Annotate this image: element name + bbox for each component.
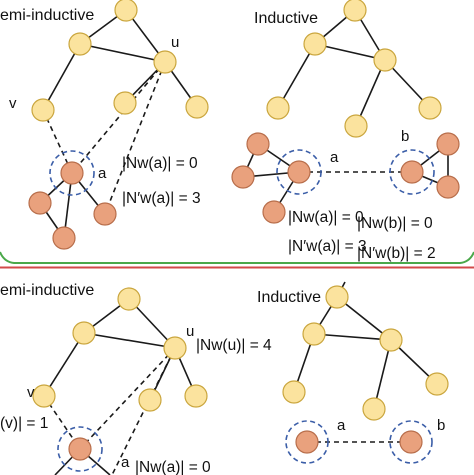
node — [425, 372, 449, 396]
node-a — [287, 160, 311, 184]
node — [184, 384, 208, 408]
formula-nw-a: |Nw(a)| = 0 — [122, 155, 198, 172]
formula-nw-a: |Nw(a)| = 0 — [135, 459, 211, 475]
node-b-ring — [389, 149, 435, 195]
formula-nw-a: |Nw(a)| = 0 — [288, 209, 364, 226]
top-inductive-header: Inductive — [254, 10, 318, 27]
top-semi-header: emi-inductive — [0, 7, 94, 24]
formula-nw-u: |Nw(u)| = 4 — [196, 337, 272, 354]
node — [117, 287, 141, 311]
node — [344, 114, 368, 138]
node-b — [399, 430, 423, 454]
node — [52, 226, 76, 250]
node — [113, 91, 137, 115]
node — [362, 397, 386, 421]
separator-green — [0, 251, 474, 264]
node — [373, 48, 397, 72]
node — [436, 132, 460, 156]
label-v: v — [27, 384, 35, 401]
node-a — [295, 430, 319, 454]
formula-nprime-a: |N′w(a)| = 3 — [122, 190, 201, 207]
label-v: v — [9, 95, 17, 112]
node — [138, 388, 162, 412]
label-u: u — [186, 323, 194, 340]
node — [185, 95, 209, 119]
node — [325, 285, 349, 309]
label-a: a — [337, 417, 346, 434]
node — [303, 32, 327, 56]
node — [246, 132, 270, 156]
node — [262, 200, 286, 224]
node — [436, 175, 460, 199]
node-v — [32, 384, 56, 408]
node-b-ring — [389, 420, 433, 464]
label-a: a — [330, 149, 339, 166]
node — [343, 0, 367, 22]
label-b: b — [401, 128, 409, 145]
bottom-inductive-panel: Inductive a b — [257, 281, 449, 464]
node — [68, 32, 92, 56]
node-a — [60, 161, 84, 185]
node — [231, 165, 255, 189]
node — [93, 202, 117, 226]
top-semi-panel: emi-inductive u v a |Nw(a)| = 0 |N′w(a)|… — [0, 0, 209, 250]
node-a-ring — [57, 426, 103, 472]
label-a: a — [98, 165, 107, 182]
formula-nw-v: (v)| = 1 — [0, 415, 48, 432]
node — [28, 191, 52, 215]
node — [418, 96, 442, 120]
bottom-semi-header: emi-inductive — [0, 282, 94, 299]
node-a-ring — [285, 420, 329, 464]
node-b — [400, 160, 424, 184]
bottom-inductive-header: Inductive — [257, 289, 321, 306]
label-a: a — [121, 454, 130, 471]
node-a — [68, 437, 92, 461]
bottom-semi-panel: emi-inductive u v a |Nw(u)| = 4 (v)| = 1… — [0, 282, 272, 475]
node-v — [31, 98, 55, 122]
node-u — [153, 50, 177, 74]
node — [302, 322, 326, 346]
node-u — [163, 336, 187, 360]
node-a-ring — [49, 150, 95, 196]
node-a-ring — [276, 149, 322, 195]
node — [72, 321, 96, 345]
node — [282, 380, 306, 404]
formula-nprime-b: |N′w(b)| = 2 — [357, 245, 436, 262]
formula-nprime-a: |N′w(a)| = 3 — [288, 238, 367, 255]
node — [114, 0, 138, 22]
top-inductive-panel: Inductive a b |Nw(a)| = 0 |N′w(a)| = 3 |… — [231, 0, 460, 262]
label-u: u — [171, 34, 179, 51]
node — [266, 96, 290, 120]
node — [379, 328, 403, 352]
label-b: b — [437, 417, 445, 434]
formula-nw-b: |Nw(b)| = 0 — [357, 215, 433, 232]
